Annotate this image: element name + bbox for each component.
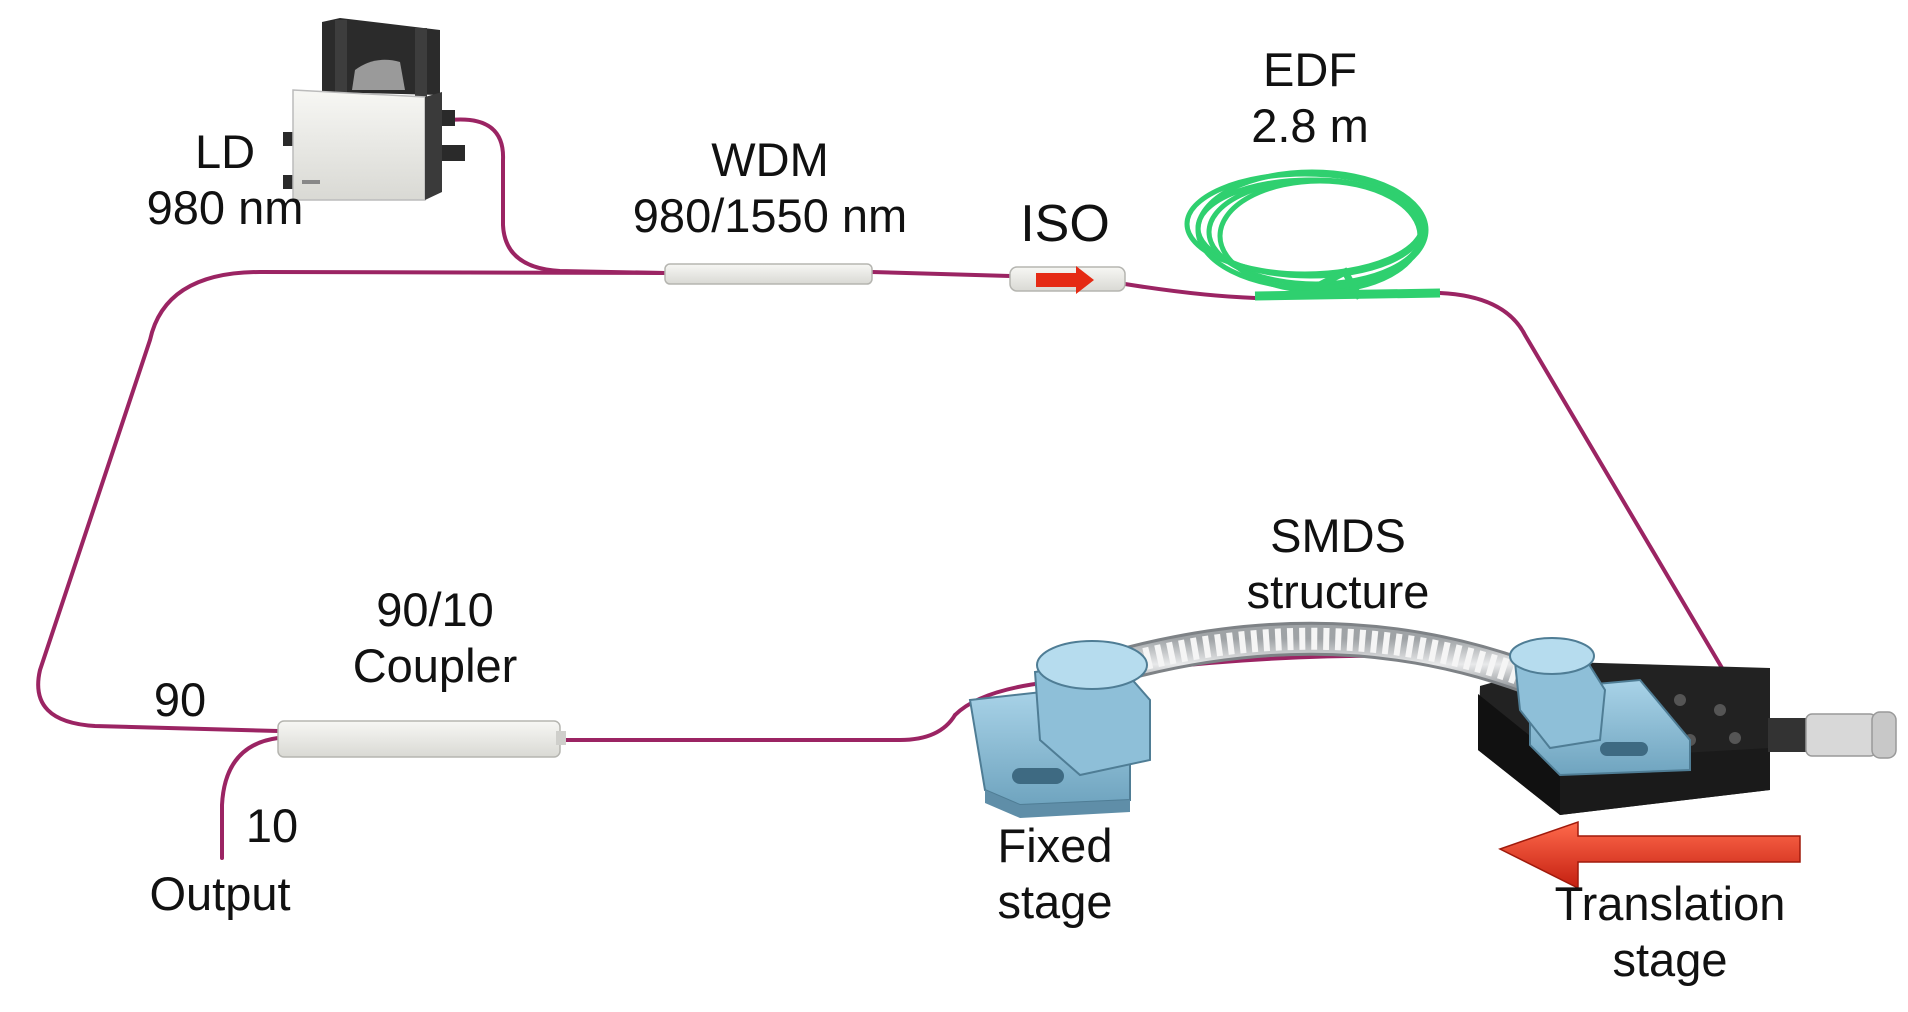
fiber-iso-to-edf [1123, 282, 1257, 300]
wdm-label: WDM 980/1550 nm [600, 132, 940, 244]
coupler-90-10 [277, 720, 566, 758]
fiber-ld-to-wdm [448, 117, 667, 275]
fixed-stage-line2: stage [997, 875, 1113, 928]
translation-direction-arrow-icon [1498, 820, 1801, 890]
fixed-stage-line1: Fixed [997, 819, 1113, 872]
iso-name: ISO [1020, 195, 1110, 253]
ld-label: LD 980 nm [130, 124, 320, 236]
edf-label: EDF 2.8 m [1220, 42, 1400, 154]
coupler-port-90-label: 90 [140, 672, 220, 728]
coupler-ratio: 90/10 [376, 583, 494, 636]
edf-coil [1184, 169, 1441, 301]
wdm-name: WDM [711, 133, 829, 186]
fixed-stage-label: Fixed stage [960, 818, 1150, 930]
fiber-output [220, 736, 280, 860]
laser-diode [283, 18, 465, 201]
fiber-wdm-to-iso [870, 270, 1012, 278]
output-name: Output [149, 867, 291, 920]
smds-label: SMDS structure [1218, 508, 1458, 620]
wdm-coupler [664, 263, 873, 285]
output-label: Output [125, 866, 315, 922]
coupler-name: Coupler [352, 639, 518, 692]
iso-label: ISO [1005, 196, 1125, 252]
port-10: 10 [245, 799, 299, 852]
isolator-direction-arrow-icon [1036, 266, 1094, 294]
port-90: 90 [153, 673, 207, 726]
fiber-edf-to-translation [1438, 291, 1726, 685]
edf-length: 2.8 m [1251, 99, 1369, 152]
ld-wavelength: 980 nm [146, 181, 304, 234]
fiber-main-left [36, 269, 667, 733]
smds-name: SMDS [1270, 509, 1406, 562]
coupler-port-10-label: 10 [232, 798, 312, 854]
smds-sub: structure [1246, 565, 1430, 618]
translation-stage-mount [1509, 637, 1691, 777]
translation-stage-line2: stage [1612, 933, 1728, 986]
coupler-label: 90/10 Coupler [330, 582, 540, 694]
isolator [1009, 266, 1126, 294]
wdm-spec: 980/1550 nm [632, 189, 908, 242]
translation-stage-line1: Translation [1554, 877, 1786, 930]
ld-name: LD [194, 125, 256, 178]
smds-structure [1093, 621, 1577, 707]
fiber-stage-to-coupler [558, 713, 957, 742]
fixed-stage-mount [968, 640, 1151, 818]
translation-stage-label: Translation stage [1520, 876, 1820, 988]
edf-name: EDF [1263, 43, 1357, 96]
